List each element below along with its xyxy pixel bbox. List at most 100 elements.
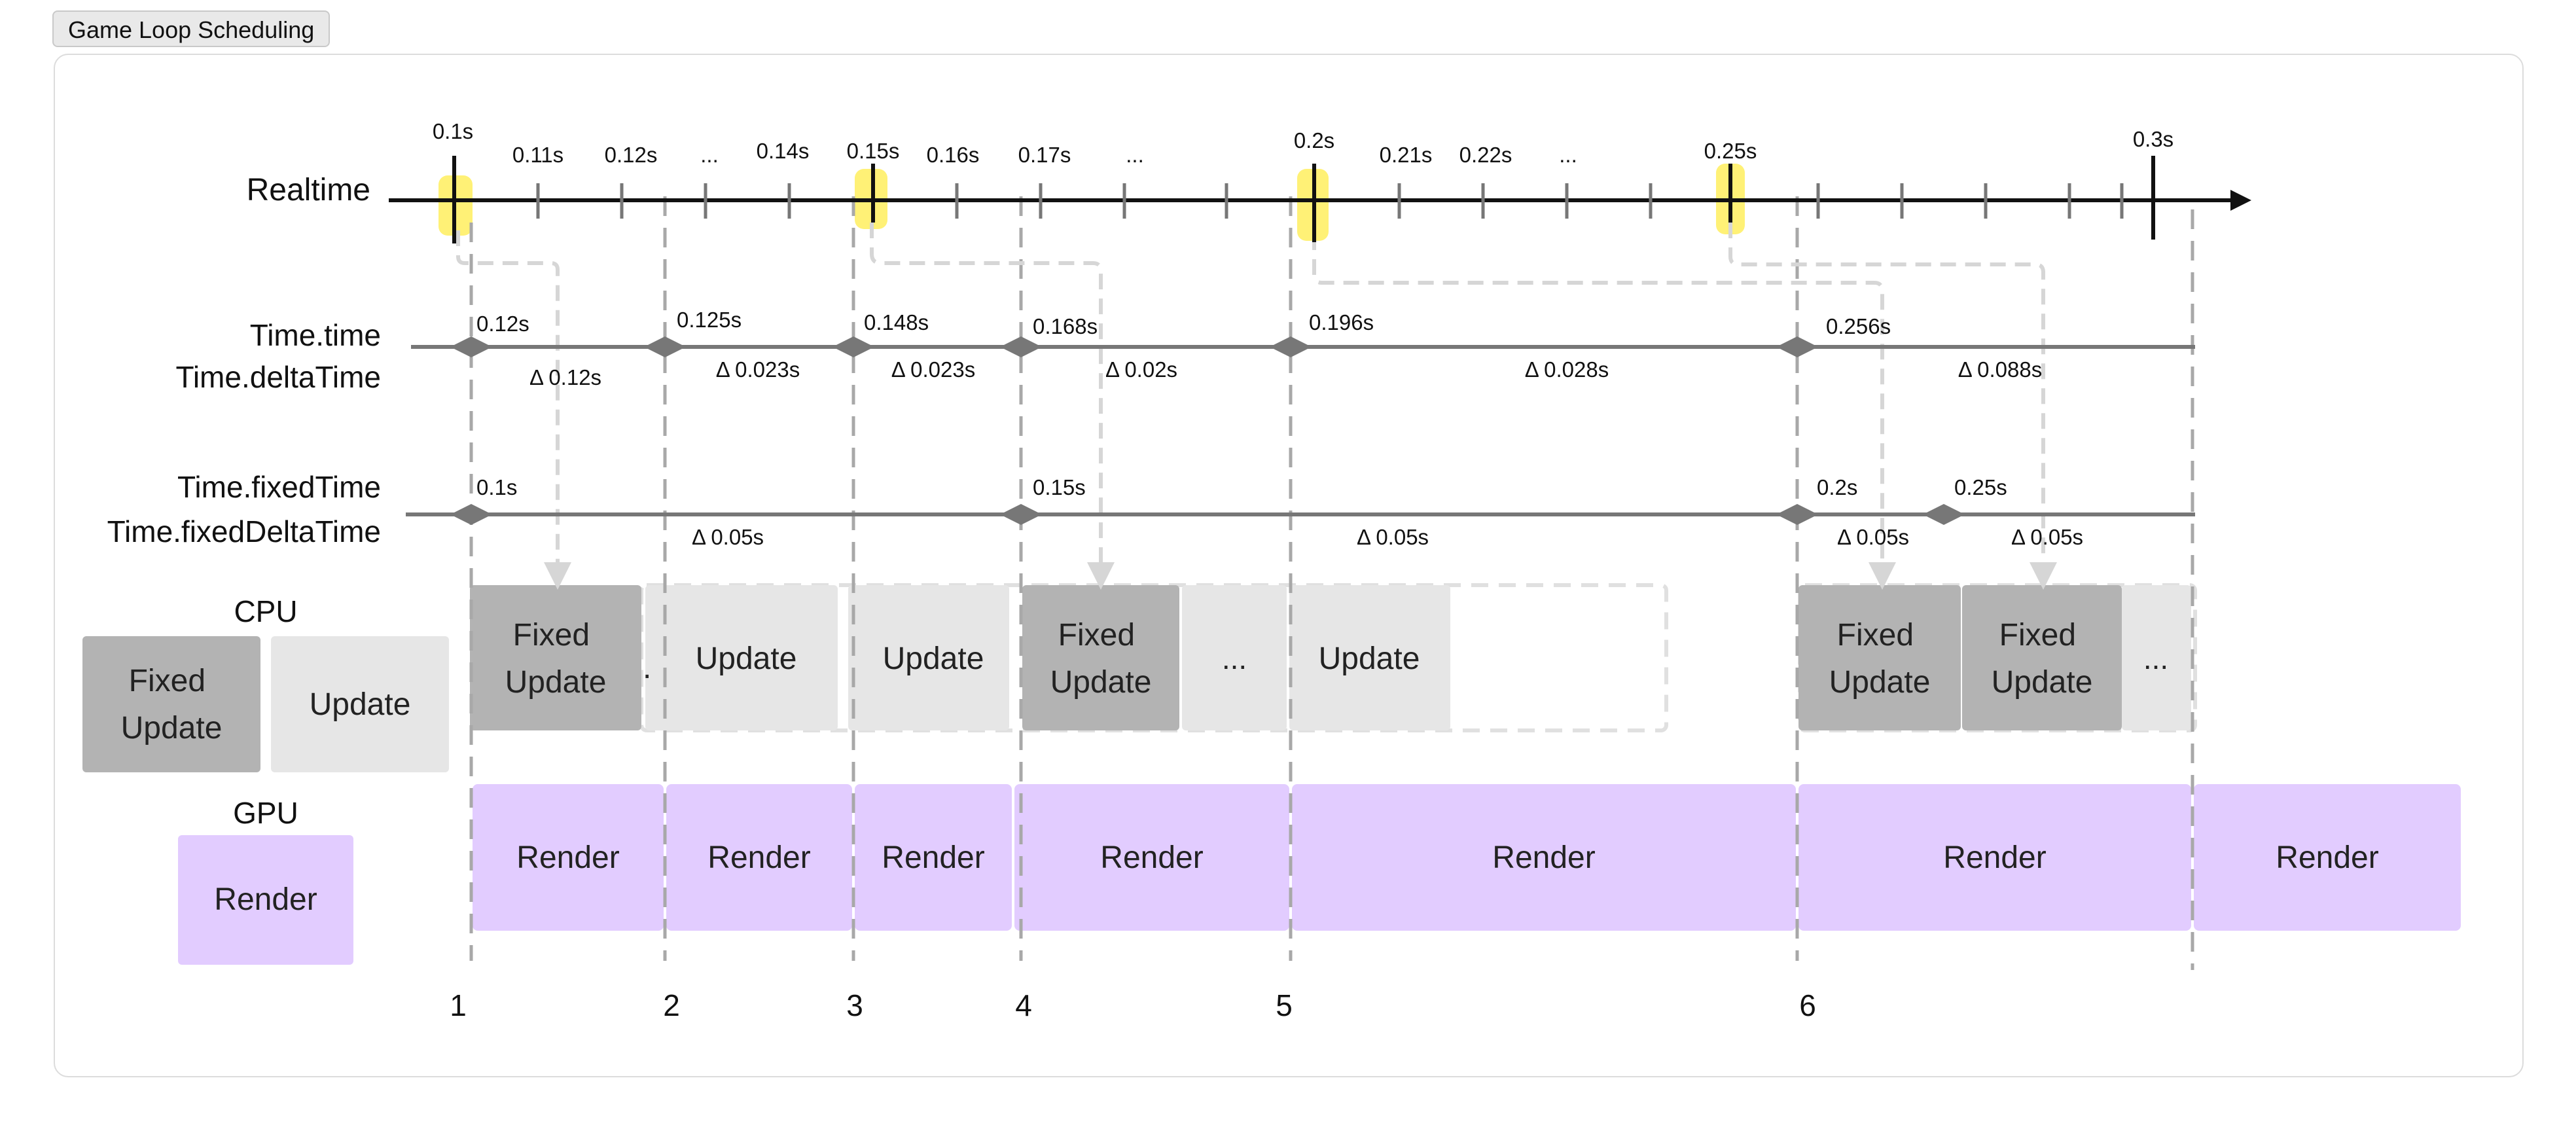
realtime-tick-label: 0.1s xyxy=(433,119,473,143)
time-sample-diamond xyxy=(450,336,492,357)
gpu-render-block xyxy=(473,784,664,931)
row-label-fixed-delta-time: Time.fixedDeltaTime xyxy=(107,514,381,548)
cpu-dot: . xyxy=(643,651,651,685)
fixed-time-value-label: 0.25s xyxy=(1954,475,2007,499)
realtime-tick-label: 0.17s xyxy=(1018,143,1071,167)
fixed-time-value-label: 0.15s xyxy=(1033,475,1086,499)
cpu-update-block xyxy=(1182,585,1287,730)
legend-fixed-word: Fixed xyxy=(129,664,206,698)
realtime-tick-label: 0.25s xyxy=(1704,139,1757,163)
cpu-update-label: Update xyxy=(883,641,984,676)
row-label-delta-time: Time.deltaTime xyxy=(175,360,381,394)
time-sample-diamond xyxy=(832,336,874,357)
fixed-update-arrow xyxy=(870,223,1115,590)
cpu-fixed-update-block xyxy=(1962,585,2122,730)
gpu-render-block xyxy=(666,784,852,931)
fixed-time-sample-diamond xyxy=(450,504,492,525)
diagram-tab[interactable]: Game Loop Scheduling xyxy=(52,10,331,47)
update-word: Update xyxy=(1829,665,1931,700)
cpu-update-label: Update xyxy=(696,641,797,676)
delta-time-label: Δ 0.023s xyxy=(891,357,975,382)
cpu-fixed-update-block xyxy=(1798,585,1961,730)
delta-time-label: Δ 0.12s xyxy=(529,365,601,389)
cpu-update-label: Update xyxy=(1319,641,1420,676)
legend-fixed-update-label: Fixed Update xyxy=(121,664,223,745)
fixed-update-arrow xyxy=(1312,234,1896,590)
gpu-render-label: Render xyxy=(2276,840,2378,875)
frame-numbers: 1 2 3 4 5 6 xyxy=(450,988,1816,1022)
delta-time-label: Δ 0.028s xyxy=(1525,357,1609,382)
fixed-delta-label: Δ 0.05s xyxy=(1357,525,1429,549)
time-value-label: 0.125s xyxy=(677,308,742,332)
realtime-tick-label: 0.15s xyxy=(847,139,900,163)
fixed-time-labels: 0.1s 0.15s 0.2s 0.25s xyxy=(476,475,2007,499)
frame-number: 1 xyxy=(450,988,467,1022)
cpu-fixed-update-block xyxy=(1022,585,1179,730)
update-word: Update xyxy=(1050,665,1152,700)
realtime-tick-labels: 0.1s 0.11s 0.12s ... 0.14s 0.15s 0.16s 0… xyxy=(433,119,2174,167)
cpu-fixed-update-label: Fixed Update xyxy=(1050,618,1152,700)
frame-number: 4 xyxy=(1015,988,1032,1022)
realtime-tick-label: 0.12s xyxy=(605,143,658,167)
cpu-ellipsis: ... xyxy=(2143,641,2168,675)
fixed-delta-labels: Δ 0.05s Δ 0.05s Δ 0.05s Δ 0.05s xyxy=(692,525,2083,549)
realtime-tick-label: 0.16s xyxy=(927,143,980,167)
gpu-render-block xyxy=(1798,784,2191,931)
fixed-time-sample-diamond xyxy=(1923,504,1965,525)
fixed-time-value-label: 0.1s xyxy=(476,475,517,499)
gpu-render-label: Render xyxy=(707,840,810,875)
realtime-tick-label: ... xyxy=(1126,143,1144,167)
frame-number: 6 xyxy=(1799,988,1816,1022)
cpu-update-block xyxy=(848,585,1009,730)
gpu-render-label: Render xyxy=(516,840,619,875)
update-word: Update xyxy=(1992,665,2093,700)
gpu-render-block xyxy=(2194,784,2461,931)
legend-render-label: Render xyxy=(214,882,317,917)
legend-gpu-label: GPU xyxy=(233,796,298,830)
fixed-time-sample-diamond xyxy=(1000,504,1042,525)
realtime-tick-label: ... xyxy=(700,143,719,167)
fixed-delta-label: Δ 0.05s xyxy=(2011,525,2083,549)
realtime-tick-label: 0.14s xyxy=(757,139,810,163)
time-sample-diamond xyxy=(1776,336,1818,357)
legend-update-box xyxy=(271,636,449,772)
frame-number: 2 xyxy=(663,988,680,1022)
fixed-time-line xyxy=(406,504,2195,525)
cpu-update-block xyxy=(2122,585,2191,730)
time-labels: 0.12s 0.125s 0.148s 0.168s 0.196s 0.256s xyxy=(476,308,1891,338)
delta-time-label: Δ 0.02s xyxy=(1105,357,1177,382)
delta-time-labels: Δ 0.12s Δ 0.023s Δ 0.023s Δ 0.02s Δ 0.02… xyxy=(529,357,2042,389)
realtime-tick-label: 0.21s xyxy=(1380,143,1433,167)
time-value-label: 0.168s xyxy=(1033,314,1098,338)
fixed-time-sample-diamond xyxy=(1776,504,1818,525)
legend-update-word: Update xyxy=(121,711,223,745)
fixed-word: Fixed xyxy=(1999,618,2076,653)
gpu-render-label: Render xyxy=(1943,840,2046,875)
realtime-major-ticks xyxy=(452,156,2155,243)
frame-number: 5 xyxy=(1276,988,1293,1022)
fixed-update-arrows xyxy=(456,223,2057,590)
row-labels: Realtime Time.time Time.deltaTime Time.f… xyxy=(107,173,381,548)
row-label-realtime: Realtime xyxy=(247,173,370,207)
diagram-frame xyxy=(54,54,2524,1077)
time-value-label: 0.148s xyxy=(864,310,929,334)
cpu-fixed-update-block xyxy=(470,585,641,730)
row-label-time: Time.time xyxy=(250,318,381,352)
delta-time-label: Δ 0.023s xyxy=(716,357,800,382)
frame-boundaries xyxy=(469,196,2194,970)
realtime-axis-arrowhead xyxy=(2230,190,2251,211)
realtime-tick-label: 0.2s xyxy=(1294,128,1334,153)
update-word: Update xyxy=(505,665,607,700)
realtime-tick-label: 0.11s xyxy=(512,143,564,167)
legend-update-label: Update xyxy=(310,687,411,722)
fixed-word: Fixed xyxy=(513,618,590,653)
legend-render-box xyxy=(178,835,353,965)
realtime-tick-label: 0.22s xyxy=(1459,143,1512,167)
time-sample-diamond xyxy=(1000,336,1042,357)
time-sample-diamond xyxy=(644,336,686,357)
legend-fixed-update-box xyxy=(82,636,260,772)
fixed-update-arrow xyxy=(1728,223,2057,590)
fixed-update-arrow xyxy=(456,230,571,590)
gpu-render-block xyxy=(855,784,1012,931)
